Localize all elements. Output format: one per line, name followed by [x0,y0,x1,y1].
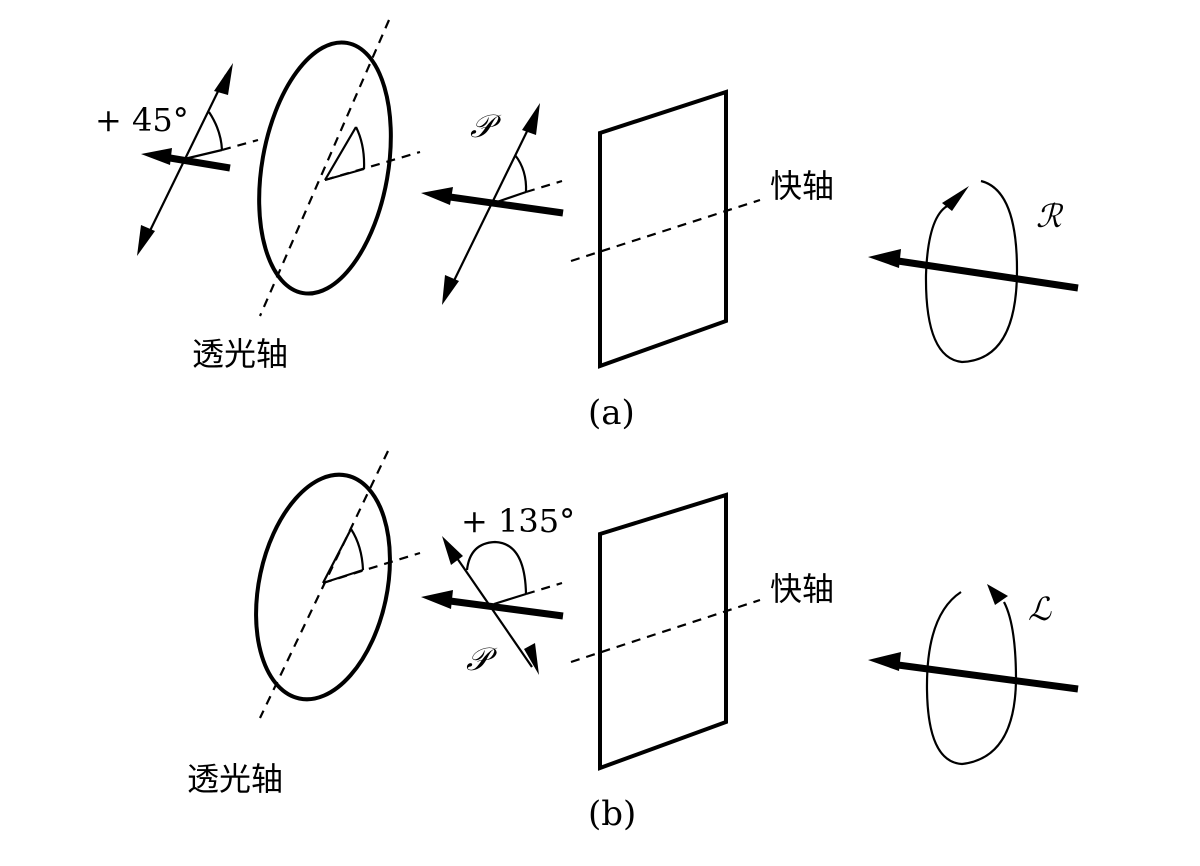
transmission-axis-dashed [258,19,391,317]
angle-label: + 45° [95,101,189,139]
angle-wedge-base [324,167,365,182]
panel-caption: (a) [588,393,635,433]
waveplate-b: 快轴 [570,492,834,771]
rotation-arrowhead-icon [942,186,969,211]
beam-arrowhead-icon [868,652,901,671]
polarizer-disk [257,40,393,296]
light-beam [449,597,564,620]
angle-label: + 135° [461,502,575,540]
reference-axis-dashed [525,581,563,596]
circular-output-b: ℒ [868,584,1079,766]
light-beam [897,661,1079,693]
angle-reference-line [493,592,527,606]
fast-axis-label: 快轴 [770,167,834,205]
linear-polarization-p-a: 𝒫 [421,103,564,305]
light-beam [449,193,564,217]
angle-wedge-arc [355,126,366,170]
transmission-axis-label: 透光轴 [187,760,283,798]
angle-wedge-side [324,126,357,181]
beam-arrowhead-icon [141,148,172,165]
polarizer-a: 透光轴 [192,19,421,373]
waveplate-rectangle [598,89,728,369]
fast-axis-dashed [570,598,761,664]
reference-axis-dashed [221,138,259,152]
left-circular-symbol: ℒ [1028,590,1052,628]
beam-arrowhead-icon [421,187,453,205]
polarization-symbol: 𝒫 [466,640,498,678]
waveplate-rectangle [598,492,728,771]
right-circular-symbol: ℛ [1036,197,1064,235]
panel-a: + 45° 透光轴 𝒫 快轴 [95,19,1079,433]
polarizer-b: 透光轴 [187,450,421,798]
arrowhead-down-icon [137,225,155,256]
arrowhead-up-icon [214,63,233,95]
input-linear-polarization-a: + 45° [95,63,259,256]
angle-reference-line [179,148,223,162]
transmission-axis-dashed [259,450,389,719]
angle-reference-line [493,190,527,205]
angle-arc [514,154,528,193]
beam-arrowhead-icon [421,590,453,609]
polarization-symbol: 𝒫 [470,107,502,145]
angle-arc [208,111,224,151]
light-beam [169,154,231,172]
arrowhead-down-icon [524,643,539,675]
rotation-arrowhead-icon [987,584,1008,605]
light-beam [897,257,1079,292]
panel-b: 透光轴 + 135° 𝒫 快轴 ℒ ( [187,450,1079,834]
panel-caption: (b) [588,794,636,834]
angle-wedge-side [322,528,352,584]
angle-arc [465,540,528,595]
angle-wedge-base [322,568,364,585]
fast-axis-label: 快轴 [770,570,834,608]
circular-output-a: ℛ [868,179,1079,364]
rotation-ellipse [924,179,1019,364]
reference-axis-dashed [525,179,563,194]
fast-axis-dashed [570,198,761,263]
arrowhead-up-icon [442,536,463,565]
waveplate-a: 快轴 [570,89,834,369]
polarizer-disk [254,472,392,702]
transmission-axis-label: 透光轴 [192,335,288,373]
linear-polarization-p-b: + 135° 𝒫 [421,502,575,678]
arrowhead-up-icon [522,103,540,135]
rotation-ellipse [925,591,1018,766]
arrowhead-down-icon [442,275,459,305]
beam-arrowhead-icon [868,249,901,268]
angle-wedge-arc [350,528,365,571]
